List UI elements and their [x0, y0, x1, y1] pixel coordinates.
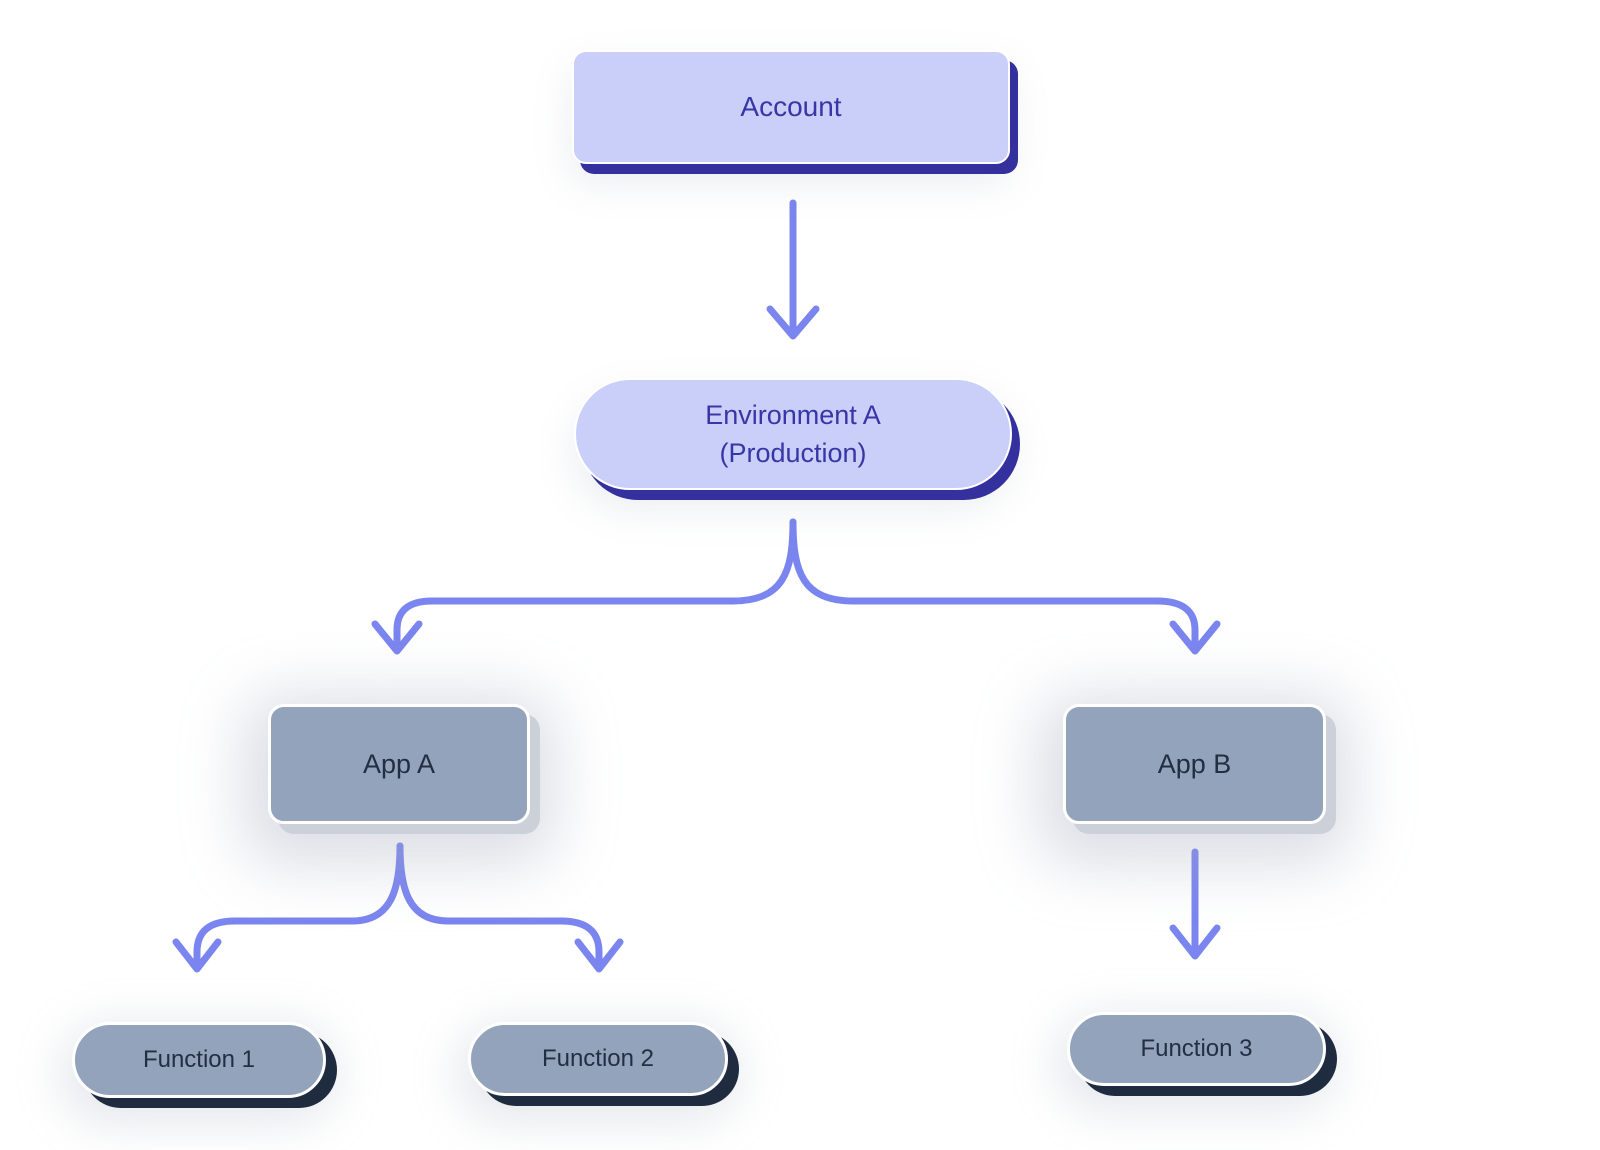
arrowhead-icon	[172, 938, 222, 973]
edge-line	[393, 518, 797, 652]
edge-environment-app-a	[371, 518, 797, 655]
edge-app-a-function-1	[172, 842, 404, 973]
node-function-3-label: Function 3	[1140, 1035, 1253, 1062]
node-environment-a: Environment A (Production)	[574, 378, 1012, 490]
node-app-b-label: App B	[1157, 748, 1232, 779]
node-function-1-label: Function 1	[142, 1046, 256, 1073]
node-function-2-label: Function 2	[541, 1045, 655, 1072]
arrowhead-icon	[1169, 620, 1221, 655]
node-environment-a-label: Environment A (Production)	[705, 400, 881, 468]
arrowhead-icon	[574, 938, 624, 973]
edge-app-b-function-3	[1169, 848, 1221, 960]
edge-line	[396, 842, 603, 970]
node-app-a: App A	[268, 704, 530, 824]
node-function-2: Function 2	[468, 1022, 728, 1096]
arrowhead-icon	[766, 305, 820, 340]
node-account-label: Account	[740, 91, 842, 122]
node-function-1: Function 1	[72, 1022, 326, 1098]
node-app-b: App B	[1063, 704, 1326, 824]
node-function-3: Function 3	[1067, 1012, 1326, 1086]
edge-account-environment	[766, 199, 820, 340]
edge-line	[193, 842, 404, 970]
edge-line	[789, 518, 1199, 652]
edge-app-a-function-2	[396, 842, 624, 973]
node-app-a-label: App A	[362, 748, 436, 779]
arrowhead-icon	[1169, 924, 1221, 960]
arrowhead-icon	[371, 620, 423, 655]
node-account: Account	[572, 50, 1010, 164]
edge-environment-app-b	[789, 518, 1221, 655]
